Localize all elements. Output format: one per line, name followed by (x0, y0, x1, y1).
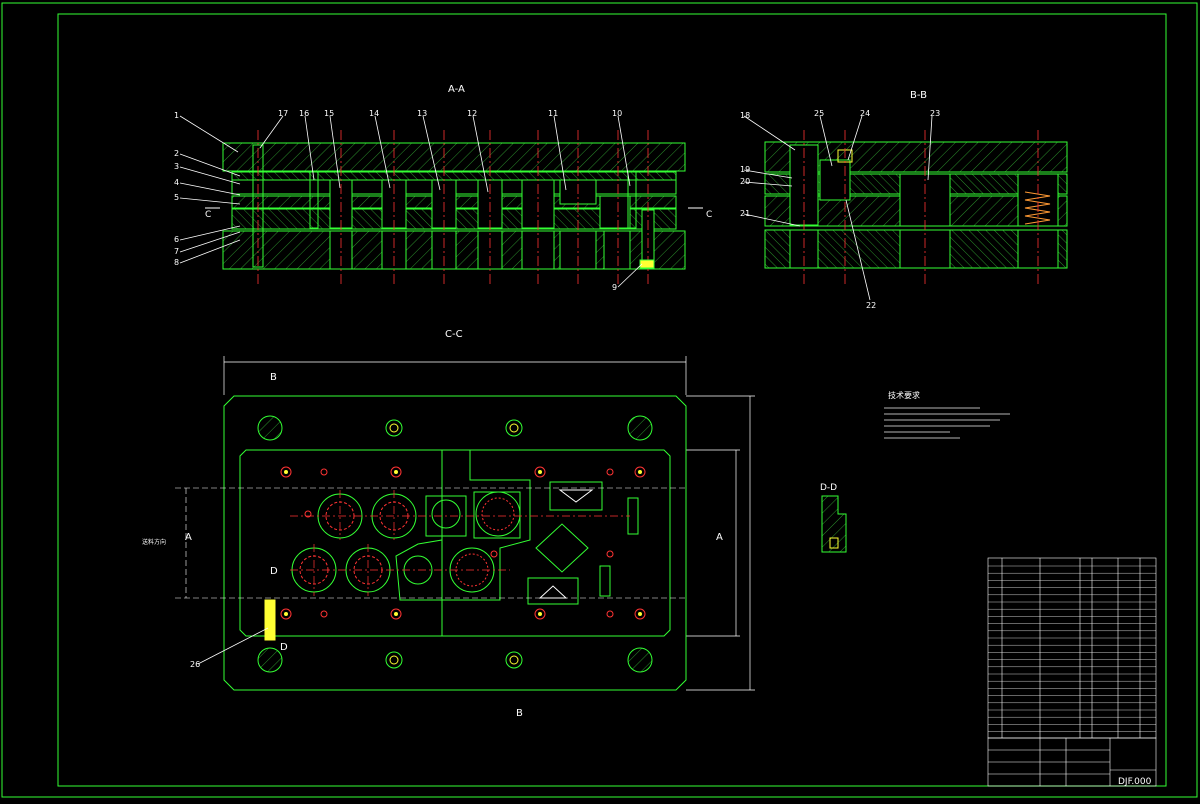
balloon-26-leader (197, 627, 269, 665)
balloon-25: 25 (814, 109, 824, 118)
balloon-16: 16 (299, 109, 309, 118)
balloon-1: 1 (174, 111, 179, 120)
title-block (987, 737, 1157, 787)
balloon-4: 4 (174, 178, 179, 187)
balloon-18: 18 (740, 111, 750, 120)
aa-balloon-numbers: 1 2 3 4 5 6 7 8 9 10 11 12 13 14 15 16 1… (174, 109, 622, 292)
balloon-24: 24 (860, 109, 870, 118)
balloon-8: 8 (174, 258, 179, 267)
balloon-5: 5 (174, 193, 179, 202)
balloon-19: 19 (740, 165, 750, 174)
balloon-14: 14 (369, 109, 379, 118)
drawing-number: DJF.000 (1118, 777, 1152, 787)
balloon-11: 11 (548, 109, 558, 118)
cc-inner-plate (239, 449, 671, 637)
balloon-22: 22 (866, 301, 876, 310)
balloon-20: 20 (740, 177, 750, 186)
balloon-26: 26 (190, 660, 200, 669)
cc-small-holes (280, 466, 646, 620)
section-bb-view: B-B (740, 90, 1068, 310)
cc-cut-marks: A A B B D D (185, 372, 723, 719)
parts-list-rows (988, 565, 1156, 732)
bb-leader-lines (743, 115, 933, 301)
section-cc-view: C-C (142, 329, 755, 719)
inner-drawing-frame (57, 13, 1167, 787)
cut-mark-c-left: C (205, 210, 211, 220)
aa-top-plate (222, 142, 686, 172)
tech-requirements: 技术要求 (884, 390, 1010, 439)
bb-centerlines (803, 130, 1039, 285)
cut-mark-b-bottom: B (516, 708, 523, 719)
cut-mark-b-top: B (270, 372, 277, 383)
cut-mark-a-right: A (716, 532, 723, 543)
cut-mark-c-right: C (706, 210, 712, 220)
tech-requirements-lines (884, 407, 1010, 439)
balloon-15: 15 (324, 109, 334, 118)
cc-round-punches (291, 491, 521, 593)
section-dd-view: D-D (820, 483, 847, 553)
cc-screw-heads (385, 419, 523, 669)
section-bb-label: B-B (910, 90, 927, 101)
bb-spring (1024, 191, 1051, 225)
section-aa-label: A-A (448, 84, 465, 95)
balloon-13: 13 (417, 109, 427, 118)
cc-guide-bushings (257, 415, 653, 673)
cc-station-outlines (264, 450, 639, 641)
balloon-12: 12 (467, 109, 477, 118)
parts-list-table (987, 557, 1157, 739)
section-dd-label: D-D (820, 483, 837, 493)
section-cc-label: C-C (445, 329, 463, 340)
cc-outer-plate (223, 395, 687, 691)
dd-pin (829, 537, 839, 549)
balloon-9: 9 (612, 283, 617, 292)
aa-leader-lines (179, 115, 643, 288)
balloon-3: 3 (174, 162, 179, 171)
cut-mark-d-top: D (270, 566, 278, 577)
cut-mark-a-left: A (185, 532, 192, 543)
cc-cut-line-a (175, 487, 685, 599)
dd-profile (821, 495, 847, 553)
cc-dimension-lines (223, 356, 755, 691)
aa-guide-pins (252, 144, 655, 269)
aa-backing-plate (231, 171, 677, 181)
feed-direction-label: 送料方向 (142, 538, 166, 546)
balloon-17: 17 (278, 109, 288, 118)
aa-cut-c: C C (205, 207, 712, 220)
balloon-10: 10 (612, 109, 622, 118)
aa-centerlines (257, 130, 649, 285)
section-aa-view: A-A (174, 84, 712, 292)
bb-balloon-numbers: 18 19 20 21 22 23 24 25 (740, 109, 940, 310)
balloon-6: 6 (174, 235, 179, 244)
cut-mark-d-bottom: D (280, 642, 288, 653)
balloon-23: 23 (930, 109, 940, 118)
balloon-7: 7 (174, 247, 179, 256)
tech-requirements-heading: 技术要求 (888, 390, 920, 400)
balloon-2: 2 (174, 149, 179, 158)
balloon-21: 21 (740, 209, 750, 218)
cc-centerlines (290, 490, 630, 596)
